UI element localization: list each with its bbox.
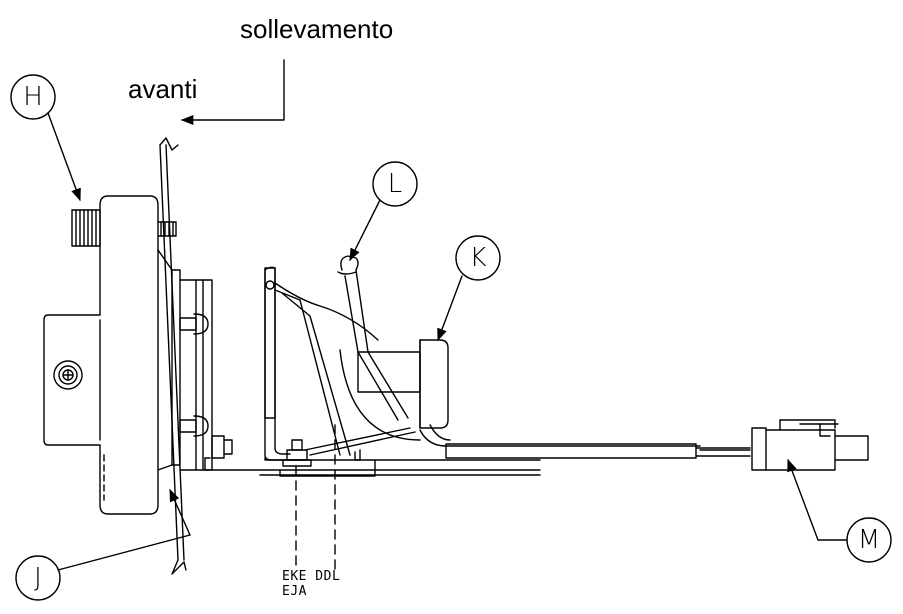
lift-direction-label: sollevamento [240,14,394,44]
housing-body [43,195,159,515]
vertical-bracket [264,269,286,461]
callout-J: J [34,563,42,593]
cover-K [419,339,449,429]
knob [71,209,101,247]
code-line-2: EJA [282,584,307,599]
callout-circle-L [372,161,418,207]
callout-L: L [387,169,403,199]
callout-circle-H [10,74,56,120]
callout-circle-K [455,235,501,281]
code-line-1: EKE DDL [282,569,341,584]
connector-M [751,427,767,471]
screw-head [53,360,83,390]
cable-sleeve [445,443,697,459]
callout-M: M [857,525,881,555]
callout-circle-J [15,555,61,601]
callout-H: H [23,82,43,112]
base-bracket [204,457,541,471]
forward-direction-label: avanti [128,74,198,104]
callout-K: K [469,243,487,273]
direction-arrow [180,59,285,126]
